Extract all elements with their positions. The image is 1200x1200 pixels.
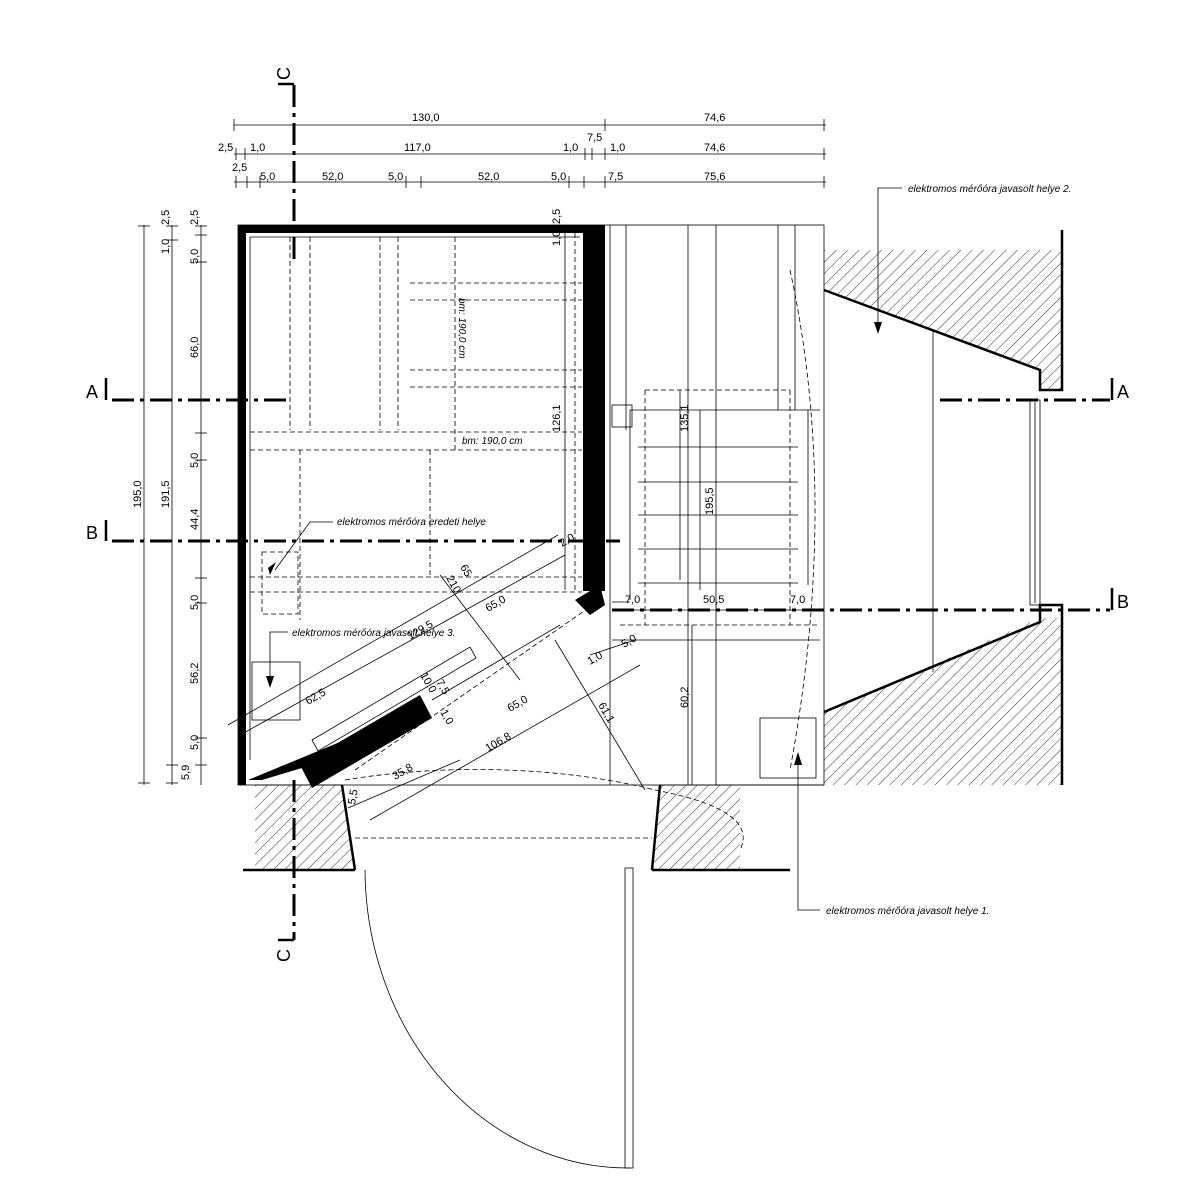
- section-marker-texts: A A B B C C: [86, 67, 1129, 962]
- dim-text: 44,4: [189, 509, 201, 530]
- section-axes: [104, 82, 1114, 942]
- section-marker-a-left: A: [86, 382, 98, 402]
- dim-text: 66,0: [189, 337, 201, 358]
- left-dimension-lines: [138, 225, 207, 785]
- dim-text: 135,1: [679, 404, 691, 432]
- dim-text: 2,5: [160, 210, 172, 225]
- left-dimension-texts: 195,0 191,5 1,0 2,5 2,5 5,0 66,0 5,0 44,…: [132, 210, 201, 780]
- dim-text: 5,5: [346, 788, 360, 805]
- dim-text: 74,6: [704, 142, 725, 154]
- meter-location-1-label: elektromos mérőóra javasolt helye 1.: [826, 906, 989, 917]
- dim-text: 106,8: [484, 730, 514, 754]
- dim-text: 195,5: [704, 487, 716, 515]
- meter-original-location-label: elektromos mérőóra eredeti helye: [337, 517, 486, 528]
- dim-text: 130,0: [412, 112, 440, 124]
- diagonal-cabinet: [300, 599, 601, 788]
- leader-lines: [266, 187, 902, 911]
- dim-text: 7,0: [625, 594, 640, 606]
- dim-text: 62,5: [304, 686, 329, 707]
- dim-text: 60,2: [679, 687, 691, 708]
- dim-text: 1,0: [250, 142, 265, 154]
- top-dimension-texts: 130,0 74,6 2,5 1,0 117,0 7,5 1,0 1,0 74,…: [218, 112, 725, 183]
- section-marker-a-right: A: [1117, 382, 1129, 402]
- dim-text: 5,0: [189, 453, 201, 468]
- door-swing: [344, 769, 744, 851]
- annotation-labels: elektromos mérőóra javasolt helye 2. ele…: [292, 184, 1071, 917]
- dim-text: 5,0: [189, 735, 201, 750]
- dim-text: 2,5: [189, 210, 201, 225]
- clear-height-label-horizontal: bm: 190,0 cm: [462, 436, 523, 447]
- dim-text: 126,1: [551, 404, 563, 432]
- dim-text: 2,5: [551, 209, 563, 224]
- dim-text: 75,6: [704, 171, 725, 183]
- dim-text: 65,0: [484, 593, 509, 614]
- dim-text: 7,5: [587, 132, 602, 144]
- dim-text: 5,9: [180, 765, 192, 780]
- dim-text: 5,0: [189, 249, 201, 264]
- section-marker-b-right: B: [1117, 592, 1129, 612]
- dim-text: 5,0: [551, 171, 566, 183]
- dim-text: 1,0: [563, 142, 578, 154]
- dim-text: 2,5: [218, 142, 233, 154]
- dim-text: 65: [457, 563, 474, 580]
- dim-text: 35,8: [391, 761, 416, 782]
- interior-dimension-texts: 2,5 1,0 126,1 135,1 195,5 60,2 7,0 50,5 …: [304, 209, 806, 806]
- dim-text: 1,0: [551, 231, 563, 246]
- dim-text: 5,0: [388, 171, 403, 183]
- dim-text: 1,0: [160, 239, 172, 254]
- interior-dashed-lines: [250, 233, 582, 721]
- dim-text: 7,5: [608, 171, 623, 183]
- dim-text: 1,0: [610, 142, 625, 154]
- dim-text: 195,0: [132, 480, 144, 508]
- dim-text: 56,2: [189, 663, 201, 684]
- dim-text: 191,5: [160, 480, 172, 508]
- top-dimension-lines: [233, 119, 826, 188]
- dim-text: 5,0: [620, 633, 639, 651]
- dim-text: 52,0: [322, 171, 343, 183]
- dim-text: 5,0: [189, 595, 201, 610]
- section-marker-b-left: B: [86, 523, 98, 543]
- meter-location-2-label: elektromos mérőóra javasolt helye 2.: [908, 184, 1071, 195]
- clear-height-label-vertical: bm: 190,0 cm: [456, 298, 467, 359]
- dim-text: 74,6: [704, 112, 725, 124]
- dim-text: 117,0: [404, 142, 431, 154]
- section-marker-c-bottom: C: [274, 949, 294, 962]
- dim-text: 52,0: [478, 171, 499, 183]
- dim-text: 7,5: [433, 678, 451, 697]
- hatched-walls: [255, 250, 1062, 870]
- dim-text: 1,0: [437, 708, 455, 727]
- stair-area: [609, 225, 820, 785]
- meter-location-3-label: elektromos mérőóra javasolt helye 3.: [292, 628, 455, 639]
- dim-text: 2,5: [232, 162, 247, 174]
- dim-text: 1,0: [586, 650, 605, 668]
- dim-text: 5,0: [260, 171, 275, 183]
- dim-text: 65,0: [506, 693, 531, 714]
- dim-text: 7,0: [790, 594, 805, 606]
- section-marker-c-top: C: [274, 67, 294, 80]
- dim-text: 50,5: [703, 594, 724, 606]
- interior-dimension-lines: [227, 225, 815, 821]
- room-walls: [237, 224, 825, 786]
